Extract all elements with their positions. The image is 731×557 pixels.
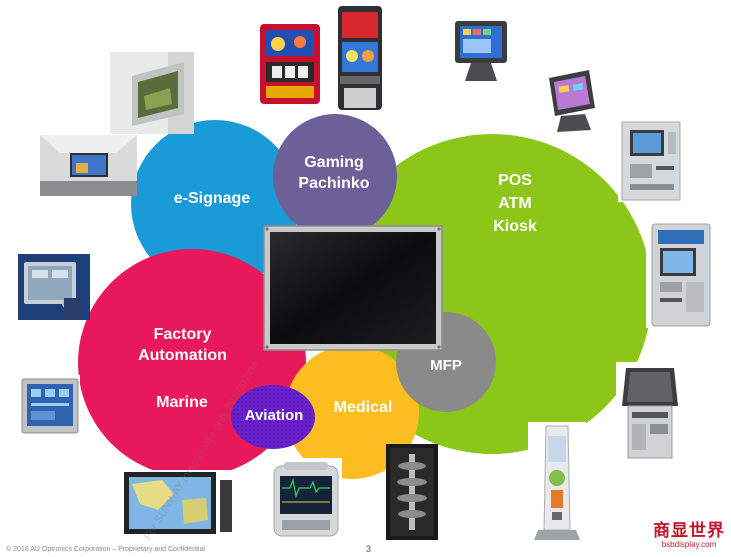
standing-kiosk-image [528,422,586,542]
mfp-label: MFP [430,357,462,374]
medical-bubble [285,345,419,479]
brand-logo: 商显世界 bsbdisplay.com [650,522,728,549]
brand-name: 商显世界 [653,521,725,541]
medical-label: Medical [333,399,393,416]
pos-terminal-image [449,17,513,85]
atm-kiosk-image [646,220,716,328]
esignage-bubble [131,120,299,288]
pos-terminal-angled-image [543,66,601,134]
pos-atm-kiosk-label: POS ATM Kiosk [493,172,537,235]
center-monitor-image [263,225,443,351]
industrial-panel-pc-image [20,375,80,437]
medical-xray-display-image [386,444,438,540]
esignage-label: e-Signage [173,190,251,207]
kiosk-terminal-image [616,362,684,460]
factory-automation-label: Factory Automation [138,326,227,364]
page-number: 3 [366,544,372,554]
gaming-pachinko-label: Gaming Pachinko [298,154,370,192]
copyright-footer: © 2016 AU Optronics Corporation – Propri… [6,546,205,553]
marine-chart-display-image [122,470,234,536]
medical-patient-monitor-image [270,458,342,540]
aviation-bubble [231,385,315,449]
esignage-wall-display-image [110,52,194,134]
pachinko-machine-image [256,20,324,106]
aviation-label: Aviation [244,407,304,424]
atm-machine-image [618,120,684,202]
transport-ceiling-display-image [40,135,137,196]
factory-touch-panel-image [18,254,90,320]
gaming-bubble [273,114,397,238]
slot-machine-image [332,4,388,114]
brand-url: bsbdisplay.com [661,540,717,549]
marine-label: Marine [156,394,208,411]
